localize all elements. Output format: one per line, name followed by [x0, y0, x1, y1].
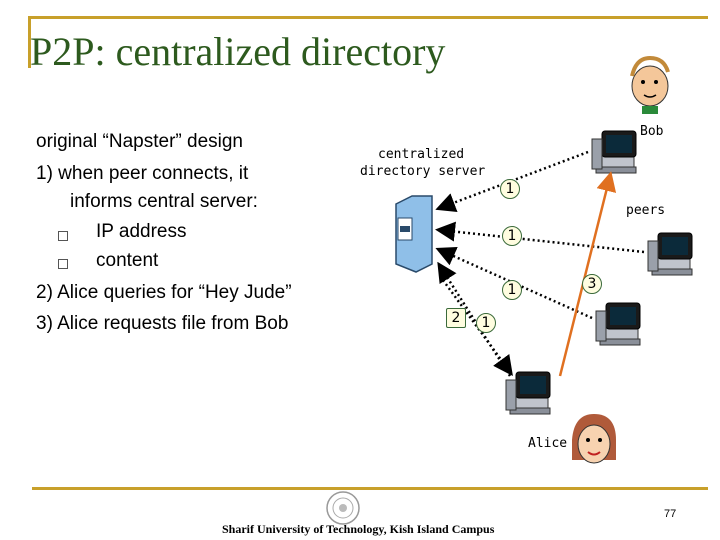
footer-rule — [32, 487, 708, 490]
peer-computer-icon — [596, 303, 640, 345]
step-badge: 1 — [476, 313, 496, 333]
step-badge: 2 — [446, 308, 466, 328]
page-number: 77 — [664, 508, 676, 520]
bob-person-icon — [632, 58, 668, 114]
peers-label: peers — [626, 203, 665, 218]
directory-server-icon — [396, 196, 432, 272]
step-badge: 1 — [502, 226, 522, 246]
university-logo — [327, 492, 359, 524]
arrow-peer-to-server — [440, 230, 644, 252]
peer-computer-icon — [648, 233, 692, 275]
peer-computer-icon — [506, 372, 550, 414]
server-label-line2: directory server — [360, 164, 485, 179]
peer-computer-icon — [592, 131, 636, 173]
alice-person-icon — [572, 414, 616, 463]
step-badge: 1 — [502, 280, 522, 300]
step-badge: 3 — [582, 274, 602, 294]
step-badge: 1 — [500, 179, 520, 199]
bob-label: Bob — [640, 124, 663, 139]
server-label-line1: centralized — [378, 147, 464, 162]
footer-institution: Sharif University of Technology, Kish Is… — [222, 522, 494, 537]
alice-label: Alice — [528, 436, 567, 451]
